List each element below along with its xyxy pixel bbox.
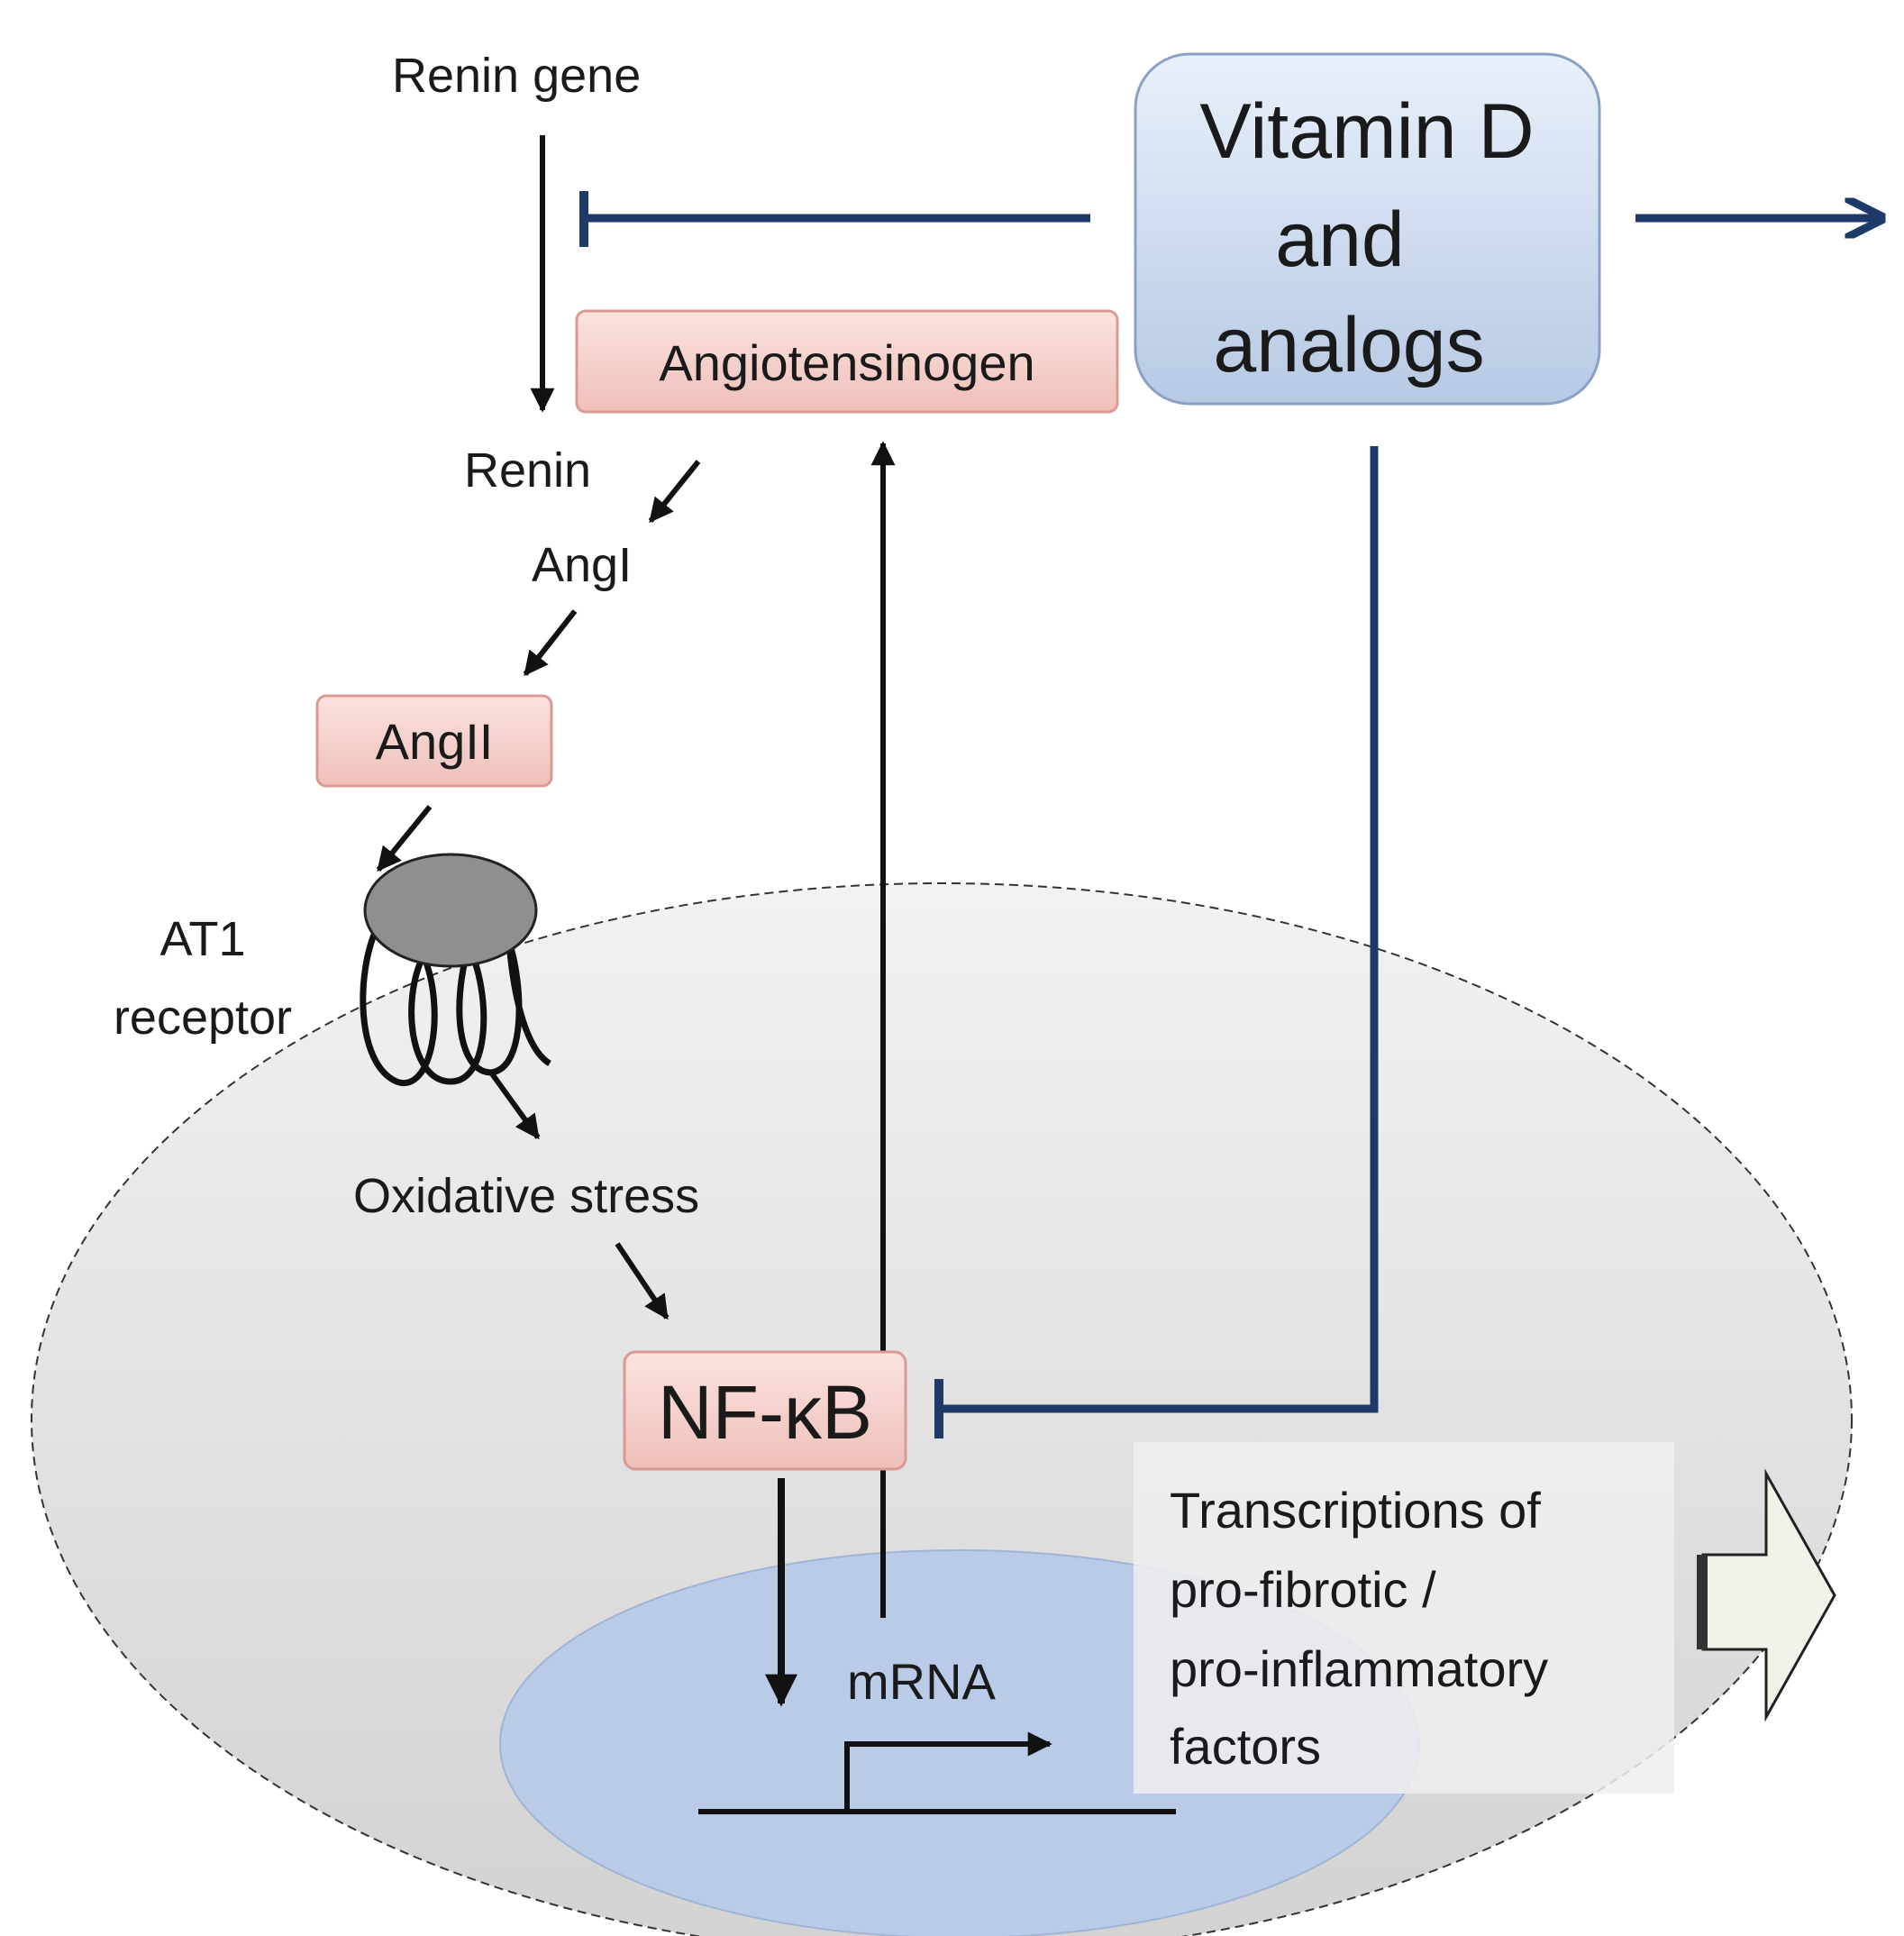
at1-label-line-2: receptor: [114, 991, 292, 1045]
vitd-inhibits-nfkb-icon: [934, 446, 1379, 1438]
transcription-line-1: Transcriptions of: [1170, 1482, 1541, 1539]
gene-promoter-icon: [698, 1731, 1176, 1814]
renin-to-ang1-arrow: [648, 460, 701, 524]
transcription-line-2: pro-fibrotic /: [1170, 1561, 1436, 1618]
vitamin-d-box: [1134, 52, 1601, 406]
ang2-label: AngII: [376, 713, 494, 770]
transcription-panel: [1134, 1442, 1674, 1794]
vitamin-d-line-1: Vitamin D: [1199, 88, 1534, 175]
renin-label: Renin: [464, 443, 591, 498]
ang2-box: [315, 694, 553, 788]
transcription-line-3: pro-inflammatory: [1170, 1640, 1548, 1697]
renin-gene-label: Renin gene: [392, 49, 641, 103]
at1-receptor-icon: [360, 853, 552, 1087]
oxidative-stress-label: Oxidative stress: [353, 1169, 699, 1223]
ang1-label: AngI: [532, 538, 632, 592]
transcription-line-4: factors: [1170, 1718, 1321, 1775]
receptor-to-oxidative-stress-arrow: [488, 1071, 541, 1140]
ang1-to-ang2-arrow: [523, 609, 578, 677]
nfkb-label: NF-κB: [658, 1370, 872, 1455]
mrna-label: mRNA: [847, 1653, 997, 1710]
nfkb-box: [623, 1350, 907, 1471]
output-arrow-icon: [1697, 1468, 1836, 1722]
angiotensinogen-box: [575, 309, 1119, 414]
vitd-inhibits-renin-icon: [579, 191, 1090, 247]
vitamin-d-line-2: and: [1275, 196, 1405, 283]
ang2-to-receptor-arrow: [376, 805, 433, 872]
oxidative-stress-to-nfkb-arrow: [615, 1242, 670, 1320]
at1-label-line-1: AT1: [159, 912, 245, 966]
angiotensinogen-label: Angiotensinogen: [659, 334, 1034, 391]
vitamin-d-line-3: analogs: [1213, 302, 1484, 388]
